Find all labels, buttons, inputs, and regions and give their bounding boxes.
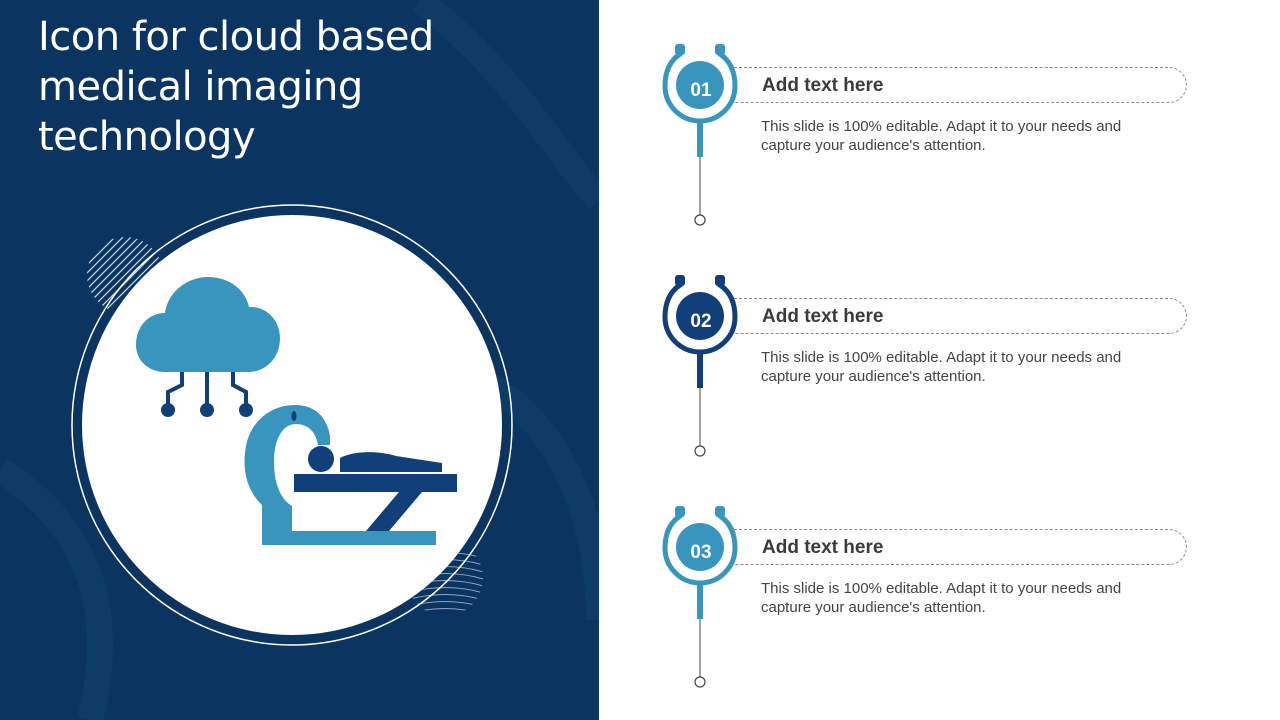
outer-ring [71, 204, 513, 646]
timeline-item-2: 02 Add text here This slide is 100% edit… [640, 275, 1220, 475]
left-panel: Icon for cloud based medical imaging tec… [0, 0, 599, 720]
cloud-icon [136, 276, 280, 417]
background-texture [0, 0, 599, 720]
item-description[interactable]: This slide is 100% editable. Adapt it to… [761, 349, 1122, 385]
item-heading[interactable]: Add text here [762, 306, 884, 327]
stethoscope-icon [662, 506, 738, 688]
item-heading[interactable]: Add text here [762, 75, 884, 96]
step-number: 02 [690, 311, 712, 332]
item-heading[interactable]: Add text here [762, 537, 884, 558]
heading-pill [734, 67, 1187, 103]
item-description[interactable]: This slide is 100% editable. Adapt it to… [761, 118, 1122, 154]
page-title: Icon for cloud based medical imaging tec… [38, 14, 434, 160]
stethoscope-icon [662, 44, 738, 226]
timeline-item-1: 01 Add text here This slide is 100% edit… [640, 44, 1220, 244]
step-number: 03 [690, 542, 712, 563]
step-number: 01 [690, 80, 712, 101]
mri-scanner-icon [244, 405, 457, 545]
hero-illustration [71, 204, 513, 646]
stethoscope-icon [662, 275, 738, 457]
heading-pill [734, 529, 1187, 565]
timeline-item-3: 03 Add text here This slide is 100% edit… [640, 506, 1220, 706]
item-description[interactable]: This slide is 100% editable. Adapt it to… [761, 580, 1122, 616]
heading-pill [734, 298, 1187, 334]
hero-circle [82, 215, 502, 635]
